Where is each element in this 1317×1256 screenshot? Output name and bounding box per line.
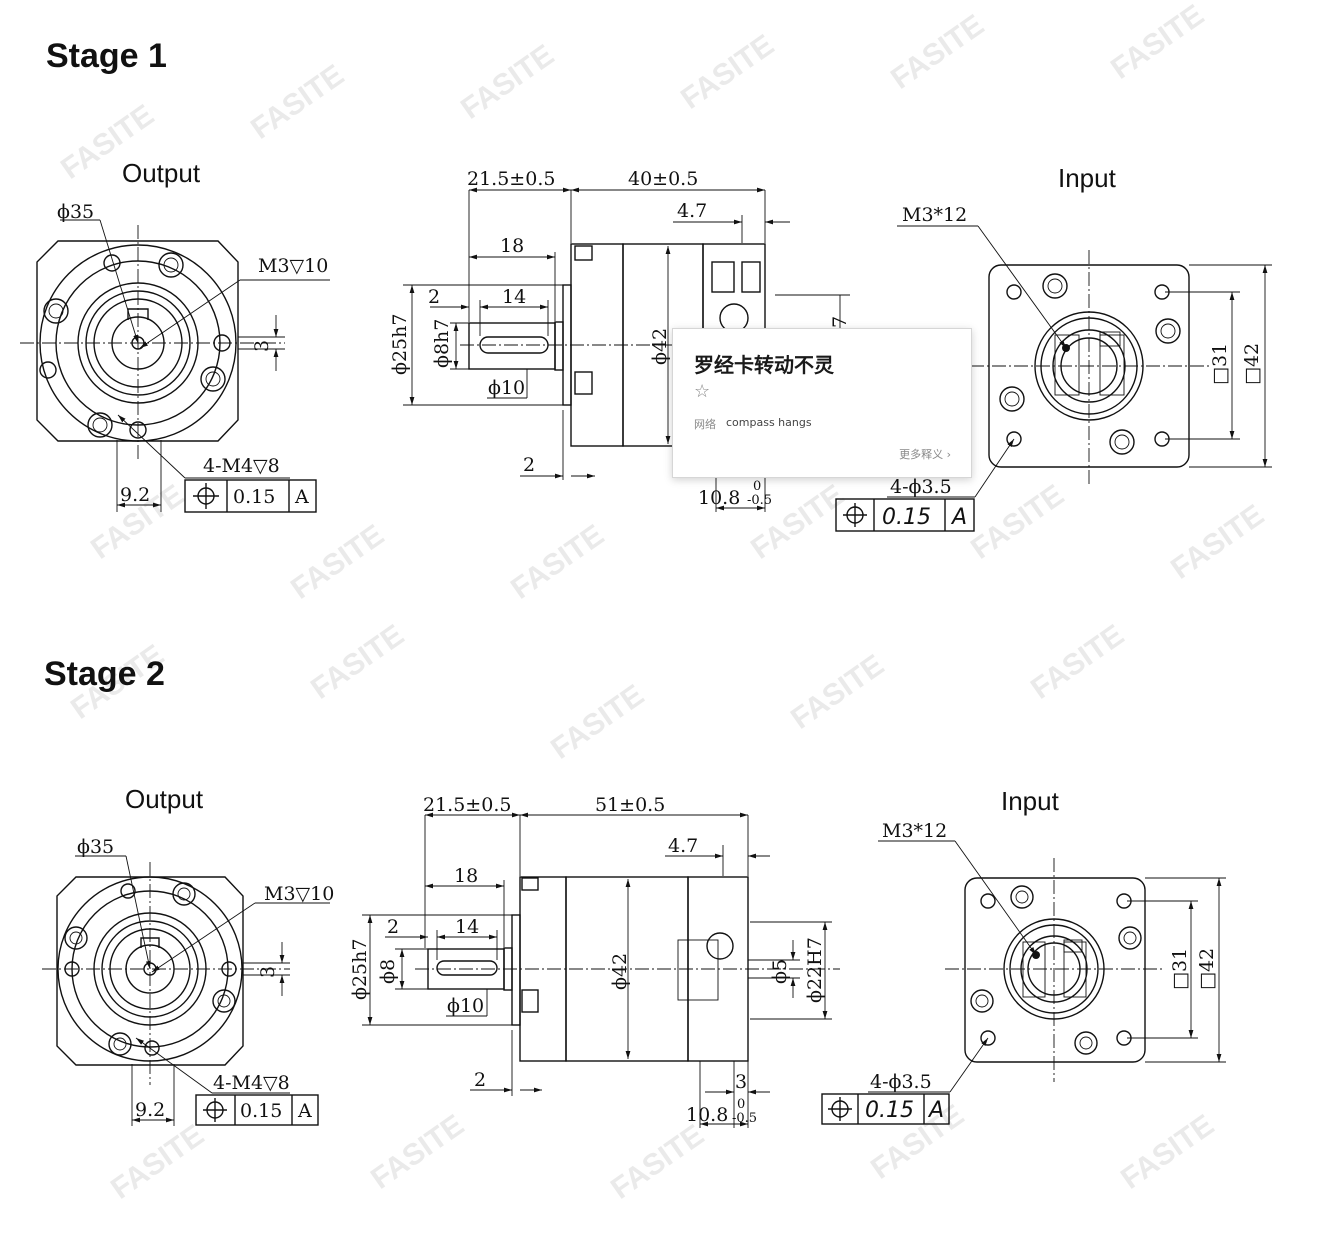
popup-definition: compass hangs xyxy=(726,416,812,429)
s2-l3-label: 3 xyxy=(735,1071,747,1093)
s2-tol2-ref: A xyxy=(927,1098,944,1123)
stage-2-heading: Stage 2 xyxy=(44,655,165,693)
s1-l18-label: 18 xyxy=(500,235,524,257)
popup-title: 罗经卡转动不灵 xyxy=(694,353,834,377)
star-icon[interactable]: ☆ xyxy=(694,381,711,402)
s1-phi35-label: ϕ35 xyxy=(57,201,94,223)
watermark-text: FASITE xyxy=(605,1118,710,1205)
stage-1-output-title: Output xyxy=(122,158,201,188)
s2-m3-12-label: M3*12 xyxy=(882,820,947,842)
s1-l21-label: 21.5±0.5 xyxy=(467,168,555,190)
s2-l10-8-label: 10.8 xyxy=(686,1104,728,1126)
s2-tol-value: 0.15 xyxy=(240,1100,282,1122)
s1-sq31-label: □31 xyxy=(1209,343,1231,385)
watermark-text: FASITE xyxy=(675,28,780,115)
stage-2-input-title: Input xyxy=(1001,786,1060,816)
watermark-text: FASITE xyxy=(965,478,1070,565)
stage-2-side-view: 21.5±0.5 51±0.5 4.7 18 14 2 ϕ25h7 ϕ8 xyxy=(349,794,840,1128)
s1-tol-value: 0.15 xyxy=(233,486,275,508)
s2-sq42-label: □42 xyxy=(1196,948,1218,990)
s2-m4-8-label: 4-M4▽8 xyxy=(213,1072,290,1094)
s2-m3-10-label: M3▽10 xyxy=(264,883,334,905)
stage-1-heading: Stage 1 xyxy=(46,37,167,75)
s2-l18-label: 18 xyxy=(454,865,478,887)
s1-three-label: 3 xyxy=(251,340,273,352)
s1-tol-upper: 0 xyxy=(753,479,761,494)
s2-tol2-value: 0.15 xyxy=(865,1098,914,1123)
watermark-text: FASITE xyxy=(1105,0,1210,86)
stage-2-input-view: M3*12 □31 □42 4-ϕ3.5 0.15 A xyxy=(821,820,1226,1125)
s2-tol-lower: -0.5 xyxy=(732,1111,757,1126)
s2-l14-label: 14 xyxy=(455,916,479,938)
s1-l10-8-label: 10.8 xyxy=(698,487,740,509)
watermark-text: FASITE xyxy=(785,648,890,735)
dictionary-popup[interactable]: 罗经卡转动不灵 ☆ 网络 compass hangs 更多释义 › xyxy=(672,328,972,478)
watermark-text: FASITE xyxy=(305,618,410,705)
s1-holes-label: 4-ϕ3.5 xyxy=(890,476,952,498)
s1-tol2-ref: A xyxy=(950,505,967,530)
watermark-text: FASITE xyxy=(1165,498,1270,585)
s2-phi42-label: ϕ42 xyxy=(609,953,631,990)
s2-holes-label: 4-ϕ3.5 xyxy=(870,1071,932,1093)
s2-9-2-label: 9.2 xyxy=(135,1099,165,1121)
s2-l21-label: 21.5±0.5 xyxy=(423,794,511,816)
s1-m4-8-label: 4-M4▽8 xyxy=(203,455,280,477)
watermark-text: FASITE xyxy=(285,518,390,605)
s2-l2b-label: 2 xyxy=(474,1069,486,1091)
watermark-text: FASITE xyxy=(1025,618,1130,705)
s1-phi10-label: ϕ10 xyxy=(488,377,525,399)
s2-phi10-label: ϕ10 xyxy=(447,995,484,1017)
s2-l2a-label: 2 xyxy=(387,916,399,938)
s2-phi8-label: ϕ8 xyxy=(377,959,399,984)
watermark-text: FASITE xyxy=(365,1108,470,1195)
watermark-text: FASITE xyxy=(455,38,560,125)
s1-partial-7-label: 7 xyxy=(829,316,851,328)
s2-sq31-label: □31 xyxy=(1169,948,1191,990)
stage-1-input-title: Input xyxy=(1058,163,1117,193)
s1-l2a-label: 2 xyxy=(428,286,440,308)
s1-tol2-value: 0.15 xyxy=(882,505,931,530)
s1-l2b-label: 2 xyxy=(523,454,535,476)
s1-9-2-label: 9.2 xyxy=(120,484,150,506)
s2-phi35-label: ϕ35 xyxy=(77,836,114,858)
watermark-text: FASITE xyxy=(885,8,990,95)
s2-tol-ref: A xyxy=(297,1100,312,1122)
watermark-text: FASITE xyxy=(105,1118,210,1205)
s1-l14-label: 14 xyxy=(502,286,526,308)
s2-phi22-label: ϕ22H7 xyxy=(804,937,826,1003)
s1-l4-7-label: 4.7 xyxy=(677,200,707,222)
s2-l51-label: 51±0.5 xyxy=(595,794,665,816)
stage-2-output-view: ϕ35 M3▽10 3 4-M4▽8 9.2 0.15 A xyxy=(42,836,334,1126)
more-definitions-link[interactable]: 更多释义 › xyxy=(899,448,951,461)
stage-2-output-title: Output xyxy=(125,784,204,814)
s1-phi8-label: ϕ8h7 xyxy=(431,319,453,368)
s1-tol-ref: A xyxy=(294,486,309,508)
s1-phi42-label: ϕ42 xyxy=(649,328,671,365)
watermark-text: FASITE xyxy=(245,58,350,145)
s2-tol-upper: 0 xyxy=(737,1097,745,1112)
s1-l40-label: 40±0.5 xyxy=(628,168,698,190)
s2-three-label: 3 xyxy=(257,966,279,978)
stage-2: Stage 2 Output Input ϕ35 xyxy=(42,655,1226,1128)
popup-source-tag: 网络 xyxy=(694,418,716,431)
stage-1-input-view: M3*12 □31 □42 4-ϕ3.5 0.15 A xyxy=(835,204,1272,532)
s2-phi5-label: ϕ5 xyxy=(769,959,791,984)
s1-phi25-label: ϕ25h7 xyxy=(389,314,411,375)
watermark-text: FASITE xyxy=(545,678,650,765)
s1-sq42-label: □42 xyxy=(1241,343,1263,385)
s1-m3-12-label: M3*12 xyxy=(902,204,967,226)
watermark-text: FASITE xyxy=(1115,1108,1220,1195)
stage-1-output-view: ϕ35 M3▽10 3 4-M4▽8 9.2 0.15 A xyxy=(20,201,330,513)
s2-l4-7-label: 4.7 xyxy=(668,835,698,857)
s1-tol-lower: -0.5 xyxy=(747,493,772,508)
s2-phi25-label: ϕ25h7 xyxy=(349,939,371,1000)
s1-m3-10-label: M3▽10 xyxy=(258,255,328,277)
watermark-text: FASITE xyxy=(505,518,610,605)
stage-1: Stage 1 Output Input ϕ35 xyxy=(20,37,1272,532)
